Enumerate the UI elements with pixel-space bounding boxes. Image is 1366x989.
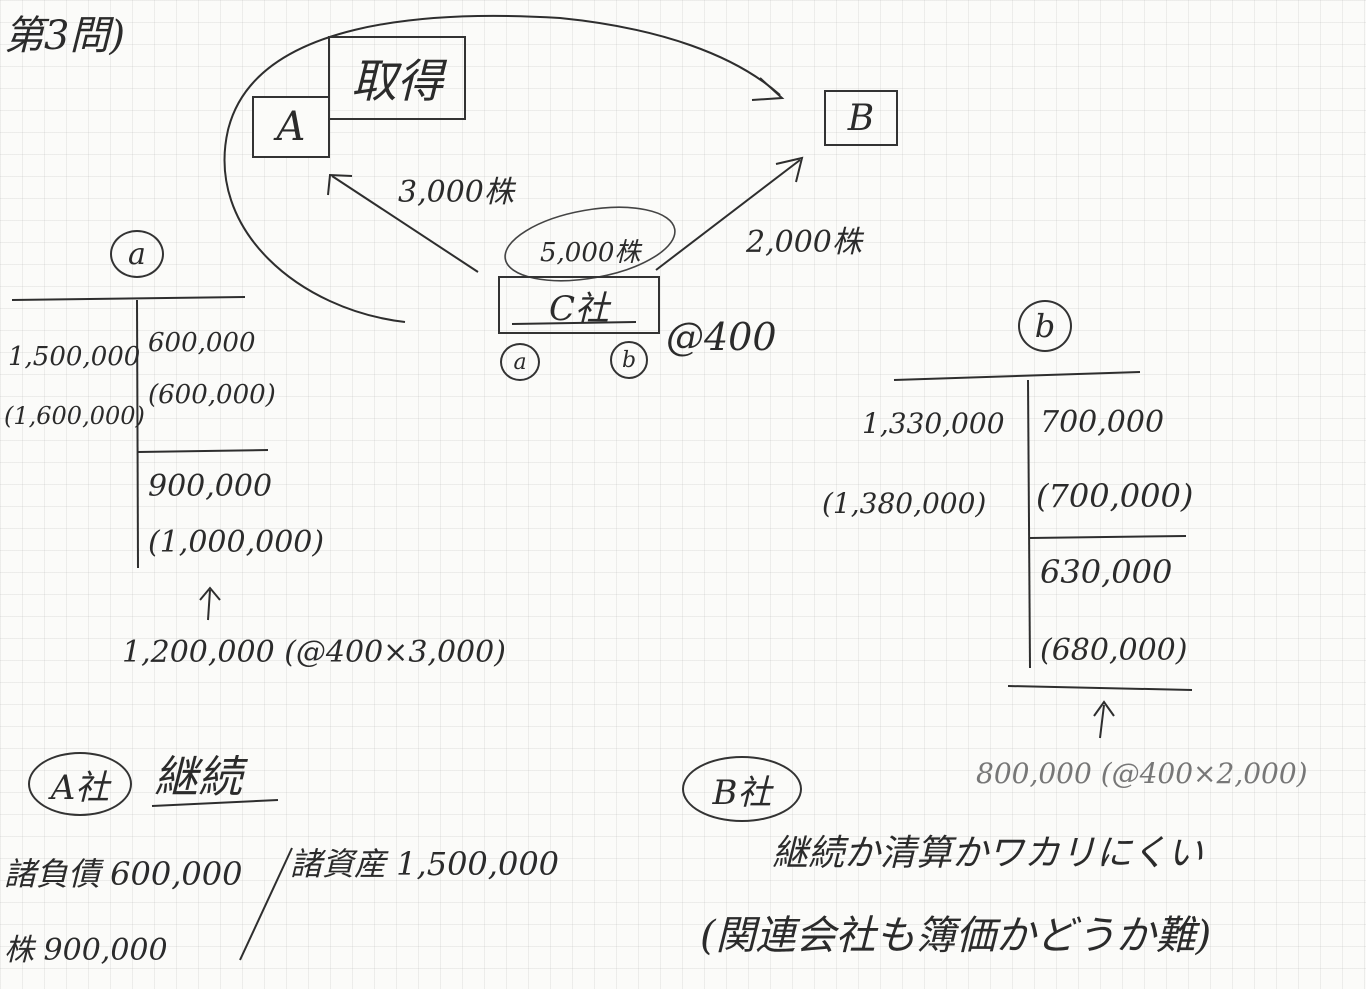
box-acquisition: 取得 <box>328 36 466 120</box>
arrow-c-to-b-head <box>775 156 804 183</box>
t-account-a-right-4: (1,000,000) <box>148 525 325 560</box>
t-account-a-right-1: 600,000 <box>148 328 256 358</box>
box-b: B <box>824 90 898 146</box>
t-account-a-top <box>11 296 246 301</box>
t-account-a-vertical <box>136 299 139 569</box>
t-account-a-left-2: (1,600,000) <box>4 402 145 430</box>
t-account-b-bottom <box>1007 685 1193 691</box>
edge-label-b-shares: 2,000株 <box>746 225 862 260</box>
t-account-a-right-3: 900,000 <box>148 469 273 504</box>
b-company-circle: B社 <box>682 756 802 822</box>
b-company-note-1: 継続か清算かワカリにくい <box>772 833 1204 874</box>
arrow-c-to-b <box>655 159 801 271</box>
c-price: @400 <box>666 315 777 359</box>
t-account-b-mid <box>1029 535 1187 539</box>
box-a: A <box>252 96 330 158</box>
box-c: C社 <box>498 276 660 334</box>
t-account-b-right-2: (700,000) <box>1036 477 1194 515</box>
t-account-b-label: b <box>1018 300 1072 352</box>
edge-label-a-shares: 3,000株 <box>398 175 514 210</box>
underline-c <box>511 321 637 325</box>
arrow-up-b <box>1093 700 1115 739</box>
journal-entry-2: 諸資産 1,500,000 <box>290 845 560 883</box>
curved-arrow-head <box>751 77 785 101</box>
c-label-a-circle: a <box>500 343 540 381</box>
t-account-b-top <box>893 371 1141 381</box>
underline-continue <box>151 799 279 807</box>
arrow-c-to-a <box>331 175 479 273</box>
t-account-b-vertical <box>1027 379 1031 669</box>
a-company-circle: A社 <box>28 752 132 816</box>
t-account-b-left-2: (1,380,000) <box>822 487 987 520</box>
t-account-b-total: 800,000 (@400×2,000) <box>976 757 1308 790</box>
c-label-b-circle: b <box>610 341 648 379</box>
t-account-a-total: 1,200,000 (@400×3,000) <box>122 635 506 670</box>
t-account-b-right-1: 700,000 <box>1040 405 1165 440</box>
t-account-a-left-1: 1,500,000 <box>8 342 141 372</box>
t-account-b-left-1: 1,330,000 <box>862 407 1005 440</box>
b-company-note-2: (関連会社も簿価かどうか難) <box>700 913 1212 959</box>
t-account-a-mid <box>137 449 269 453</box>
t-account-b-right-3: 630,000 <box>1040 553 1173 591</box>
journal-entry-1: 諸負債 600,000 <box>4 855 243 893</box>
t-account-a-right-2: (600,000) <box>148 380 276 410</box>
journal-entry-3: 株 900,000 <box>4 933 168 968</box>
c-total-shares: 5,000株 <box>540 238 641 268</box>
journal-slash-1 <box>239 847 293 961</box>
page-title: 第3問) <box>4 13 126 59</box>
a-company-status: 継続 <box>154 752 242 803</box>
arrow-up-a <box>199 586 221 621</box>
t-account-a-label: a <box>110 230 164 278</box>
arrow-c-to-a-head <box>327 173 353 196</box>
t-account-b-right-4: (680,000) <box>1040 633 1188 668</box>
